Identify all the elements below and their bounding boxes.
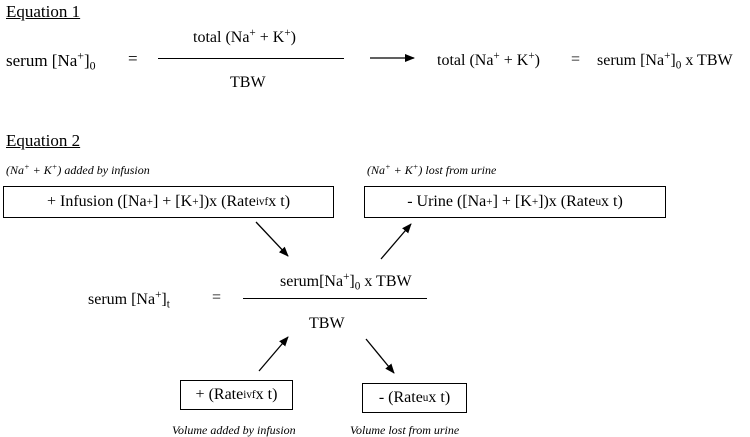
eq2-denominator: TBW [309,315,345,332]
label-added-by-infusion: (Na+ + K+) added by infusion [6,162,150,177]
equation-2-heading: Equation 2 [6,131,81,150]
equation-1-heading: Equation 1 [6,2,81,21]
eq1-equals: = [128,49,138,68]
eq2-numerator: serum[Na+]0 x TBW [280,270,412,293]
eq1-numerator: total (Na+ + K+) [193,26,296,46]
label-volume-added: Volume added by infusion [172,423,296,437]
eq1-result-lhs: total (Na+ + K+) [437,49,540,69]
eq2-equals: = [212,289,222,306]
eq2-fraction-bar [243,298,427,299]
infusion-to-numerator-arrow [255,221,289,257]
numerator-to-urine-arrow [380,223,412,260]
label-lost-from-urine: (Na+ + K+) lost from urine [367,162,497,177]
label-volume-lost: Volume lost from urine [350,423,460,437]
eq1-result-rhs: serum [Na+]0 x TBW [597,49,733,72]
volume-added-to-denominator-arrow [258,336,289,372]
eq1-fraction-bar [158,58,344,59]
eq2-lhs: serum [Na+]t [88,288,170,311]
eq1-denominator: TBW [230,74,266,91]
eq1-lhs: serum [Na+]0 [6,48,96,73]
eq1-result-equals: = [571,51,581,68]
denominator-to-volume-lost-arrow [365,338,395,374]
